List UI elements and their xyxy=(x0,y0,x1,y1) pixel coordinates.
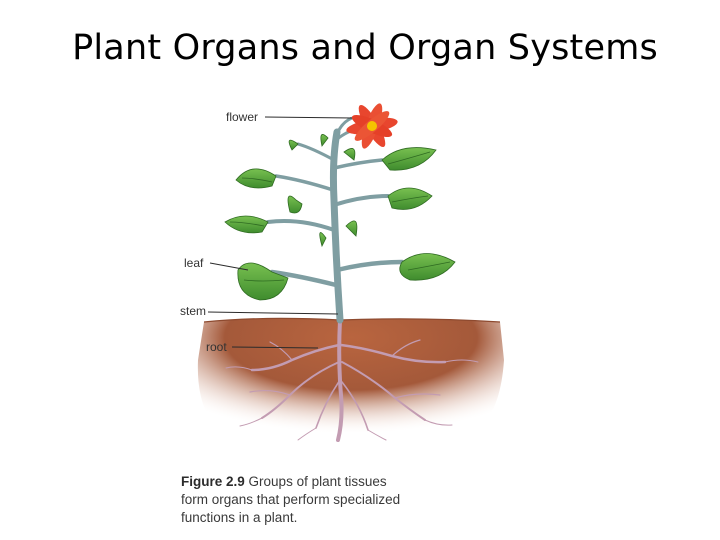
label-stem: stem xyxy=(180,304,207,318)
leaves xyxy=(224,134,456,301)
label-leaf: leaf xyxy=(184,256,204,270)
caption-line-3: functions in a plant. xyxy=(181,510,298,525)
caption-line-2: form organs that perform specialized xyxy=(181,492,401,507)
root-system xyxy=(225,318,479,442)
figure-caption: Figure 2.9 Groups of plant tissues form … xyxy=(181,473,481,527)
stem xyxy=(266,126,405,324)
soil xyxy=(197,317,504,446)
leaf-veins xyxy=(229,151,451,282)
figure-number: Figure 2.9 xyxy=(181,474,245,489)
flower-head xyxy=(335,103,398,149)
slide-title: Plant Organs and Organ Systems xyxy=(72,28,658,68)
label-root: root xyxy=(206,340,227,354)
caption-line-1: Groups of plant tissues xyxy=(248,474,387,489)
label-leader-lines xyxy=(207,116,353,349)
label-flower: flower xyxy=(226,110,259,124)
